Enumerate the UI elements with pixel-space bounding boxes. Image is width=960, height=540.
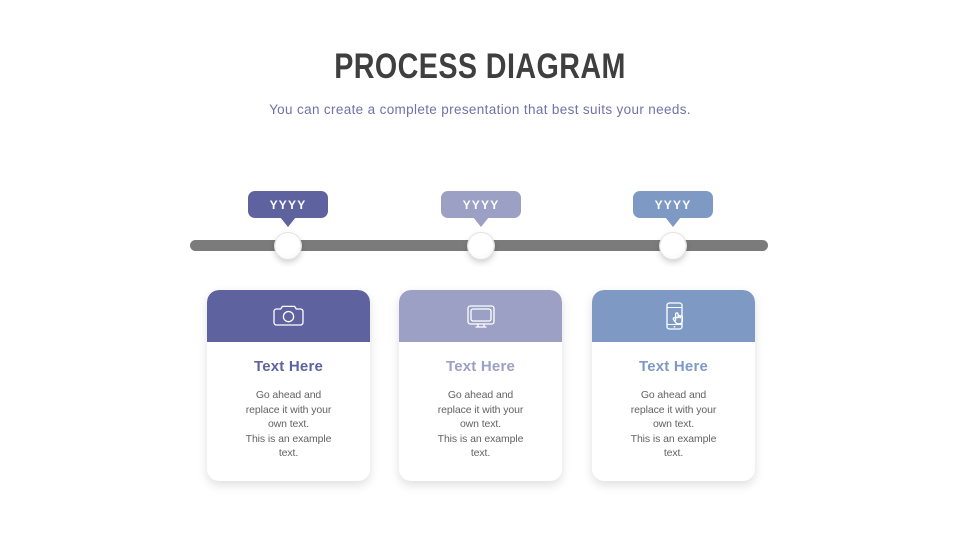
card-2-body: Text Here Go ahead and replace it with y… bbox=[399, 342, 562, 481]
card-3-text: Go ahead and replace it with your own te… bbox=[604, 388, 743, 461]
timeline-knob-3[interactable] bbox=[660, 233, 686, 259]
card-3-header bbox=[592, 290, 755, 342]
year-badge-1-label: YYYY bbox=[269, 197, 307, 212]
card-3-text-line-1: Go ahead and bbox=[640, 389, 707, 401]
card-1-text-line-3: own text. bbox=[267, 418, 310, 430]
year-badge-1[interactable]: YYYY bbox=[248, 191, 328, 227]
monitor-icon bbox=[465, 302, 497, 330]
card-1-text-line-5: text. bbox=[278, 447, 299, 459]
card-3-body: Text Here Go ahead and replace it with y… bbox=[592, 342, 755, 481]
card-2-text-line-4: This is an example bbox=[437, 432, 524, 445]
card-2-heading: Text Here bbox=[445, 358, 516, 375]
page-subtitle: You can create a complete presentation t… bbox=[269, 102, 691, 117]
timeline-knob-2[interactable] bbox=[468, 233, 494, 259]
card-2-text-line-5: text. bbox=[470, 447, 491, 459]
card-2-text-line-3: own text. bbox=[459, 418, 502, 430]
smartphone-touch-icon bbox=[661, 301, 687, 331]
timeline-knob-1[interactable] bbox=[275, 233, 301, 259]
process-card-1[interactable]: Text Here Go ahead and replace it with y… bbox=[207, 290, 370, 481]
card-1-text-line-4: This is an example bbox=[245, 432, 332, 445]
card-1-body: Text Here Go ahead and replace it with y… bbox=[207, 342, 370, 481]
year-badge-3-label: YYYY bbox=[654, 197, 692, 212]
page-title: PROCESS DIAGRAM bbox=[334, 47, 626, 86]
badge-pointer-tail bbox=[665, 217, 681, 227]
camera-icon bbox=[272, 302, 306, 330]
process-card-3[interactable]: Text Here Go ahead and replace it with y… bbox=[592, 290, 755, 481]
card-3-heading: Text Here bbox=[638, 358, 709, 375]
card-2-text-line-2: replace it with your bbox=[437, 403, 524, 416]
card-1-text-line-1: Go ahead and bbox=[255, 389, 322, 401]
card-1-header bbox=[207, 290, 370, 342]
year-badge-2[interactable]: YYYY bbox=[441, 191, 521, 227]
badge-pointer-tail bbox=[473, 217, 489, 227]
badge-pointer-tail bbox=[280, 217, 296, 227]
card-1-heading: Text Here bbox=[253, 358, 324, 375]
process-card-2[interactable]: Text Here Go ahead and replace it with y… bbox=[399, 290, 562, 481]
year-badge-3[interactable]: YYYY bbox=[633, 191, 713, 227]
card-3-text-line-2: replace it with your bbox=[630, 403, 717, 416]
card-3-text-line-5: text. bbox=[663, 447, 684, 459]
card-1-text-line-2: replace it with your bbox=[245, 403, 332, 416]
card-1-text: Go ahead and replace it with your own te… bbox=[219, 388, 358, 461]
card-3-text-line-4: This is an example bbox=[630, 432, 717, 445]
card-2-text-line-1: Go ahead and bbox=[447, 389, 514, 401]
year-badge-2-label: YYYY bbox=[462, 197, 500, 212]
card-3-text-line-3: own text. bbox=[652, 418, 695, 430]
card-2-header bbox=[399, 290, 562, 342]
card-2-text: Go ahead and replace it with your own te… bbox=[411, 388, 550, 461]
